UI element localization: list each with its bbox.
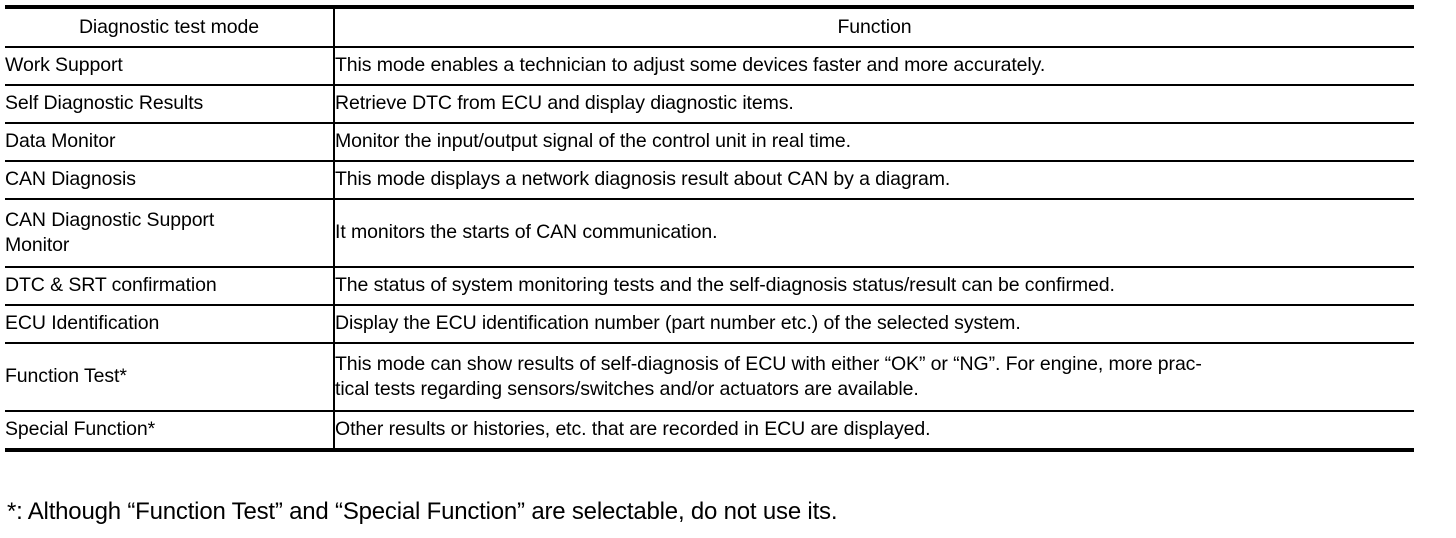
table-row: DTC & SRT confirmation The status of sys… (5, 267, 1414, 306)
cell-mode-function-test: Function Test* (5, 343, 335, 412)
cell-mode-self-diagnostic-results: Self Diagnostic Results (5, 85, 335, 124)
cell-mode-ecu-identification: ECU Identification (5, 305, 335, 344)
footnote-asterisk-note: *: Although “Function Test” and “Special… (7, 498, 838, 525)
cell-function-data-monitor: Monitor the input/output signal of the c… (334, 123, 1414, 162)
cell-mode-data-monitor: Data Monitor (5, 123, 335, 162)
cell-function-self-diagnostic-results: Retrieve DTC from ECU and display diagno… (334, 85, 1414, 124)
table-row: Special Function* Other results or histo… (5, 411, 1414, 450)
table-row: Self Diagnostic Results Retrieve DTC fro… (5, 85, 1414, 124)
cell-function-can-diagnosis: This mode displays a network diagnosis r… (334, 161, 1414, 200)
header-function: Function (334, 7, 1414, 48)
table-row: CAN Diagnostic Support Monitor It monito… (5, 199, 1414, 268)
cell-function-work-support: This mode enables a technician to adjust… (334, 47, 1414, 86)
cell-function-ecu-identification: Display the ECU identification number (p… (334, 305, 1414, 344)
function-line-1: This mode can show results of self-diagn… (335, 352, 1202, 375)
table-row: Work Support This mode enables a technic… (5, 47, 1414, 86)
header-diagnostic-test-mode: Diagnostic test mode (5, 7, 335, 48)
cell-mode-work-support: Work Support (5, 47, 335, 86)
cell-function-can-diagnostic-support-monitor: It monitors the starts of CAN communicat… (334, 199, 1414, 268)
table-row: CAN Diagnosis This mode displays a netwo… (5, 161, 1414, 200)
cell-mode-can-diagnosis: CAN Diagnosis (5, 161, 335, 200)
table-header-row: Diagnostic test mode Function (5, 7, 1414, 48)
cell-mode-special-function: Special Function* (5, 411, 335, 450)
cell-function-special-function: Other results or histories, etc. that ar… (335, 418, 931, 441)
cell-function-function-test: This mode can show results of self-diagn… (334, 343, 1414, 412)
table-row: Function Test* This mode can show result… (5, 343, 1414, 412)
cell-function-dtc-srt-confirmation: The status of system monitoring tests an… (334, 267, 1414, 306)
table-row: ECU Identification Display the ECU ident… (5, 305, 1414, 344)
table-row: Data Monitor Monitor the input/output si… (5, 123, 1414, 162)
diagnostic-test-mode-table: Diagnostic test mode Function Work Suppo… (5, 5, 1414, 452)
cell-mode-dtc-srt-confirmation: DTC & SRT confirmation (5, 267, 335, 306)
mode-line-1: CAN Diagnostic Support (5, 208, 215, 231)
function-line-2: tical tests regarding sensors/switches a… (335, 378, 919, 400)
mode-line-2: Monitor (5, 234, 70, 256)
cell-mode-can-diagnostic-support-monitor: CAN Diagnostic Support Monitor (5, 199, 335, 268)
